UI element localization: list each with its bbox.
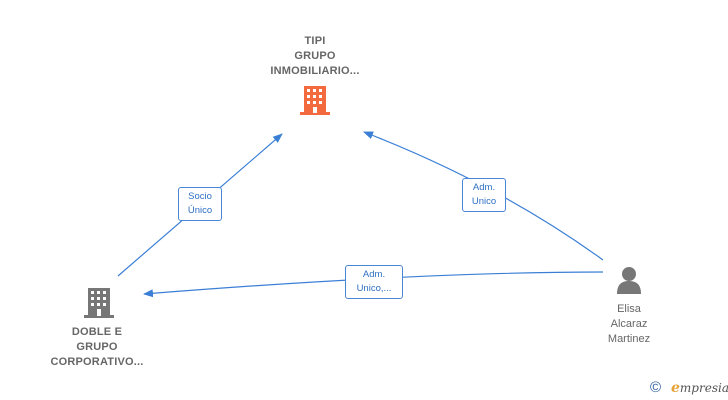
brand-rest: mpresia [679,381,728,395]
brand-logo[interactable]: empresia [671,380,728,396]
node-label-elisa[interactable]: Elisa Alcaraz Martinez [607,303,651,345]
edge-label-adm-tipi[interactable]: Adm. Unico [462,178,506,212]
edge-label-socio[interactable]: Socio Único [178,187,222,221]
person-icon[interactable] [617,267,641,294]
node-label-doble[interactable]: DOBLE E GRUPO CORPORATIVO... [50,326,144,368]
building-icon[interactable] [300,86,330,115]
building-icon[interactable] [84,288,114,318]
node-label-tipi[interactable]: TIPI GRUPO INMOBILIARIO... [270,35,360,77]
copyright-icon: © [650,379,662,396]
brand-initial: e [671,380,680,396]
edge-label-adm-doble[interactable]: Adm. Unico,... [345,265,403,299]
